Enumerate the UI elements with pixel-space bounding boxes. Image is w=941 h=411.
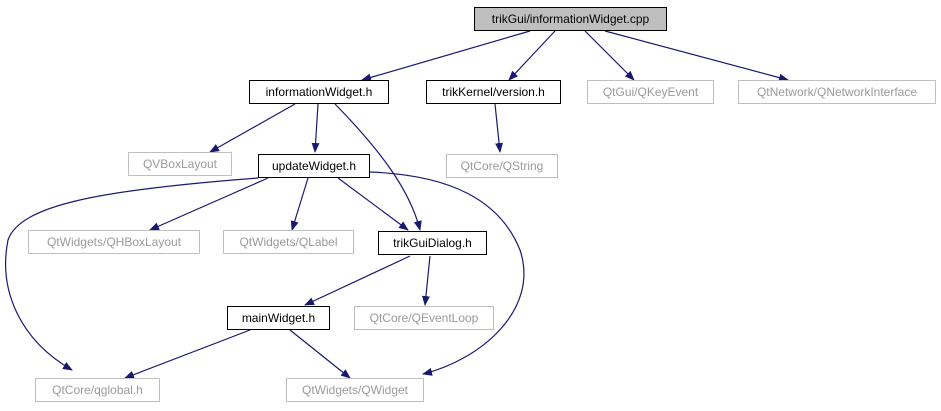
node-informationwidget-h[interactable]: informationWidget.h (249, 80, 389, 104)
node-qtcore-qglobal-h[interactable]: QtCore/qglobal.h (35, 378, 160, 402)
edge-mainwidget-to-qwidget (289, 329, 351, 379)
edge-root-to-qnetworkinterface (604, 30, 789, 82)
node-qtwidgets-qhboxlayout[interactable]: QtWidgets/QHBoxLayout (28, 230, 200, 254)
edge-mainwidget-to-qglobal (124, 329, 251, 379)
edge-informationwidget-to-qvboxlayout (209, 103, 296, 153)
node-updatewidget-h[interactable]: updateWidget.h (258, 154, 370, 178)
edge-updatewidget-to-qhboxlayout (149, 177, 269, 231)
node-qtnetwork-qnetworkinterface[interactable]: QtNetwork/QNetworkInterface (738, 80, 936, 104)
node-qtwidgets-qlabel[interactable]: QtWidgets/QLabel (223, 230, 354, 254)
node-root-file[interactable]: trikGui/informationWidget.cpp (474, 7, 667, 31)
edge-informationwidget-to-trikguidialog (334, 103, 422, 231)
edge-root-to-informationwidget (361, 30, 531, 82)
edge-root-to-version (508, 30, 556, 81)
node-qtcore-qstring[interactable]: QtCore/QString (446, 154, 558, 178)
node-qtwidgets-qwidget[interactable]: QtWidgets/QWidget (286, 378, 424, 402)
edge-updatewidget-to-qlabel (290, 177, 309, 231)
node-qtcore-qeventloop[interactable]: QtCore/QEventLoop (354, 306, 494, 330)
node-trikkernel-version-h[interactable]: trikKernel/version.h (426, 80, 561, 104)
node-qvboxlayout[interactable]: QVBoxLayout (128, 152, 232, 176)
node-qtgui-qkeyevent[interactable]: QtGui/QKeyEvent (587, 80, 714, 104)
edge-trikguidialog-to-mainwidget (304, 255, 411, 306)
edge-updatewidget-to-qwidget (369, 171, 525, 376)
edge-root-to-qkeyevent (584, 30, 635, 81)
edge-version-to-qstring (494, 103, 504, 153)
edge-updatewidget-to-trikguidialog (337, 177, 409, 231)
edge-trikguidialog-to-qeventloop (421, 255, 431, 306)
edge-informationwidget-to-updatewidget (311, 103, 320, 153)
node-trikguidialog-h[interactable]: trikGuiDialog.h (378, 231, 487, 255)
edge-updatewidget-to-qglobal (5, 177, 259, 371)
node-mainwidget-h[interactable]: mainWidget.h (227, 306, 330, 330)
